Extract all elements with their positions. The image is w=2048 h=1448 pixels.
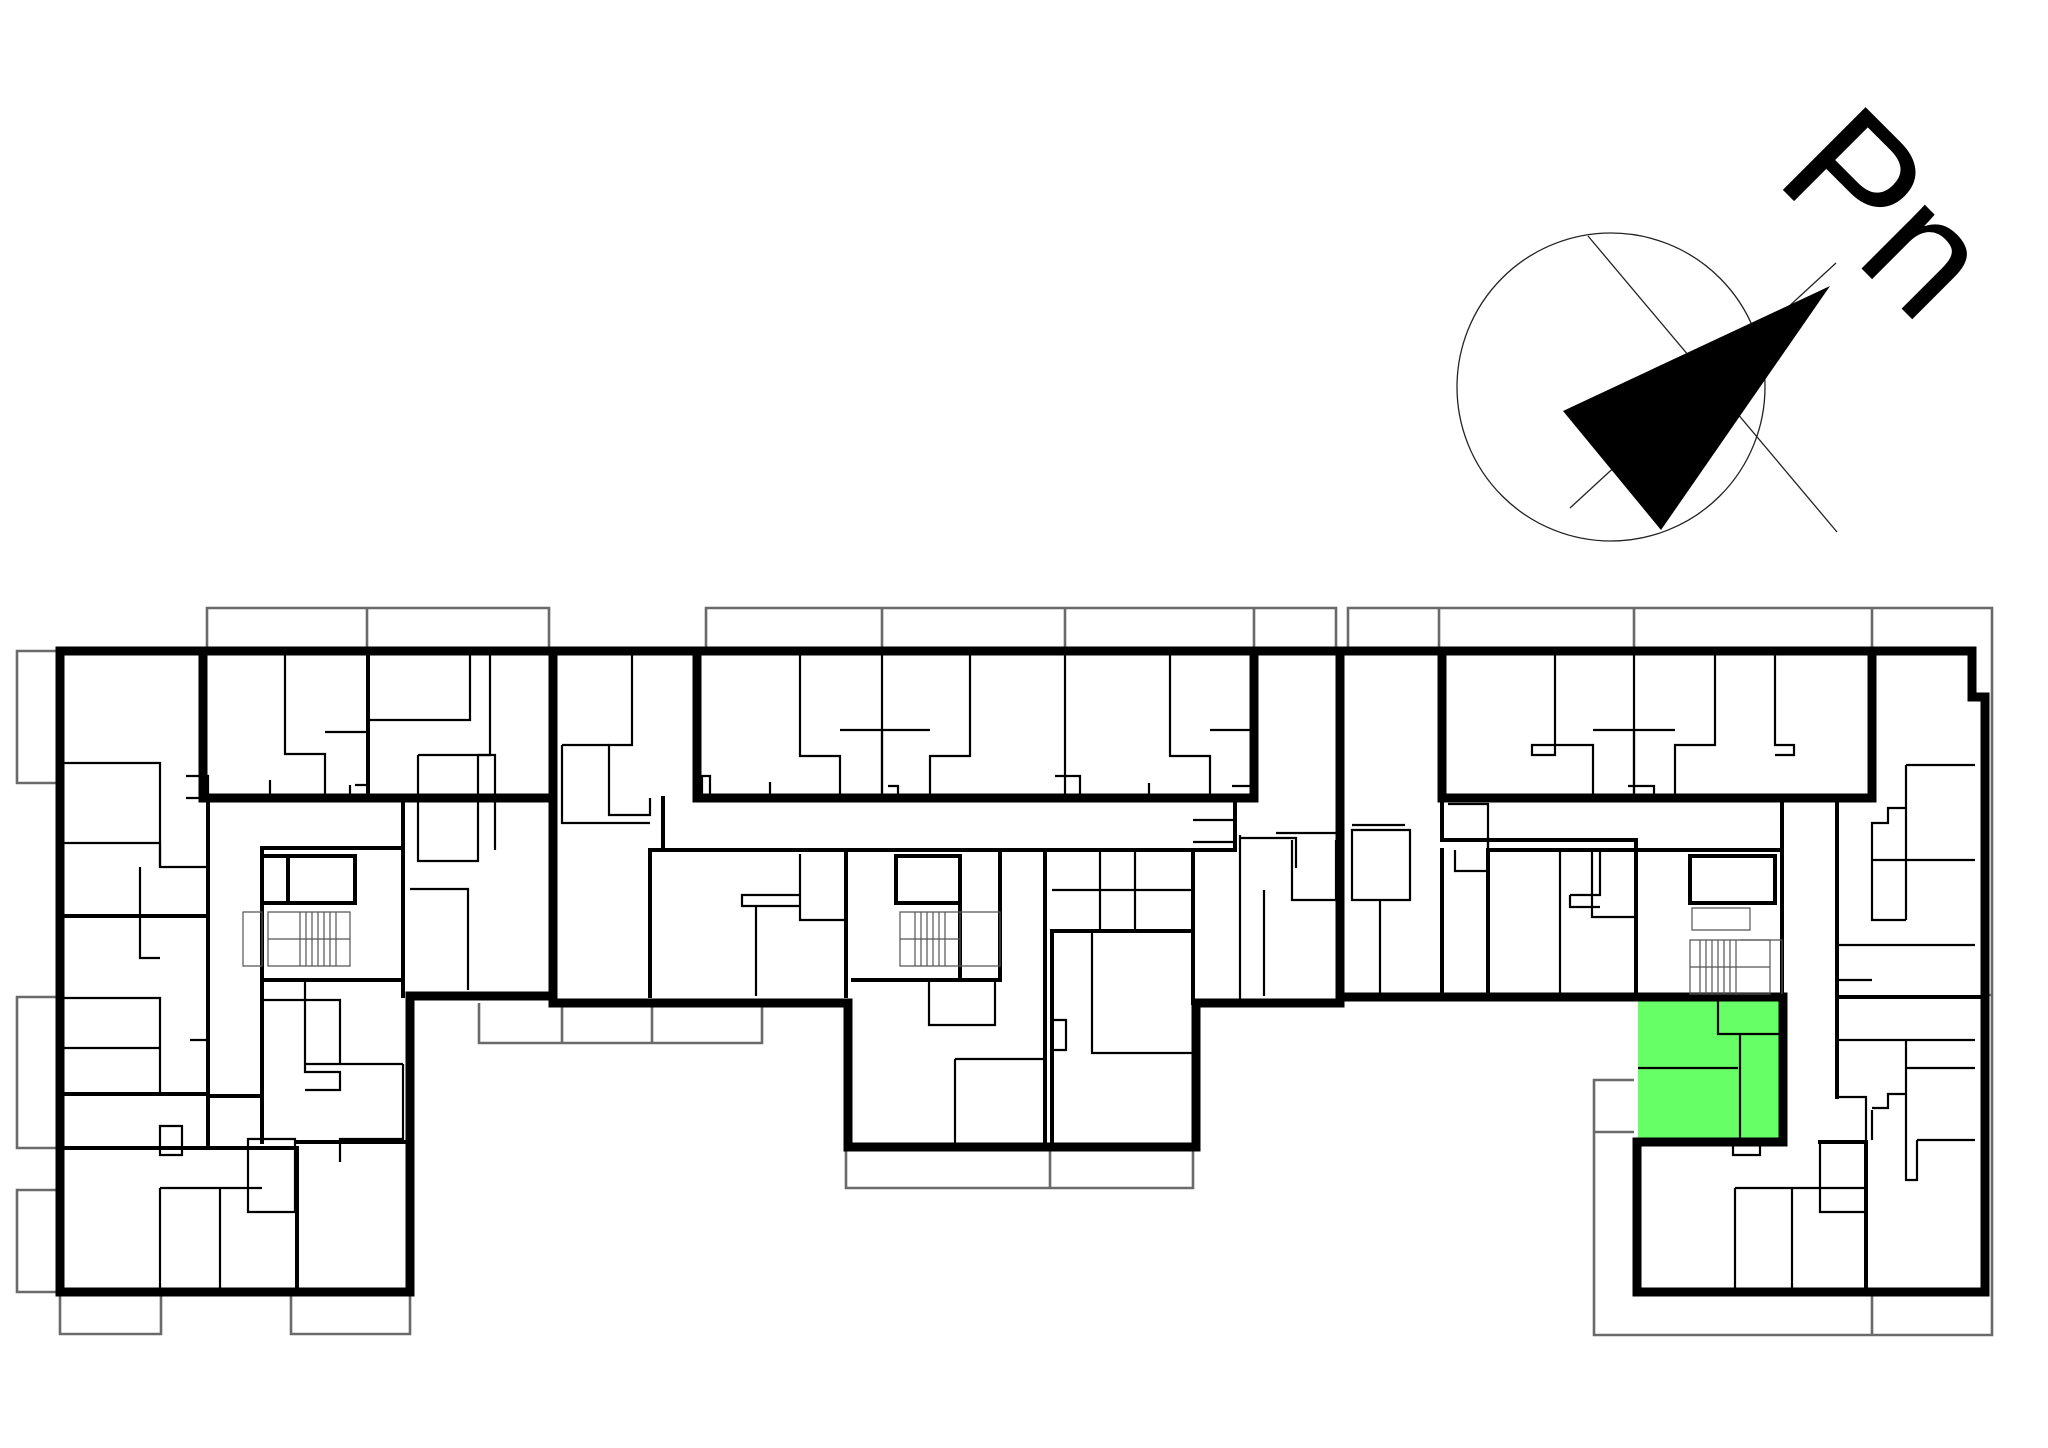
highlighted-apartment-partitions bbox=[1638, 998, 1780, 1142]
north-arrow-icon bbox=[1563, 286, 1830, 530]
balcony bbox=[477, 1003, 764, 1045]
stair-left bbox=[242, 911, 351, 967]
balcony bbox=[289, 1292, 412, 1336]
exterior-walls bbox=[55, 646, 1990, 1297]
stairs bbox=[242, 907, 1783, 995]
compass-circle bbox=[1456, 232, 1766, 542]
balcony bbox=[58, 1292, 163, 1336]
stair-right bbox=[1689, 907, 1783, 995]
balcony bbox=[205, 606, 551, 651]
balcony bbox=[15, 649, 60, 785]
highlighted-apartment[interactable] bbox=[1638, 998, 1783, 1142]
balcony bbox=[1346, 606, 1994, 652]
stair-middle bbox=[899, 911, 1001, 967]
balcony bbox=[15, 995, 60, 1150]
balcony bbox=[704, 606, 1338, 651]
balcony bbox=[844, 1147, 1195, 1190]
compass: Pn bbox=[1456, 72, 2028, 542]
right-block-outline bbox=[1335, 646, 1990, 1297]
left-block-outline bbox=[55, 646, 558, 1297]
room-partitions bbox=[60, 651, 1975, 1292]
balcony bbox=[15, 1188, 60, 1294]
middle-block-outline bbox=[548, 646, 1345, 1152]
interior-walls bbox=[58, 649, 1987, 1294]
balconies bbox=[15, 606, 1994, 1337]
